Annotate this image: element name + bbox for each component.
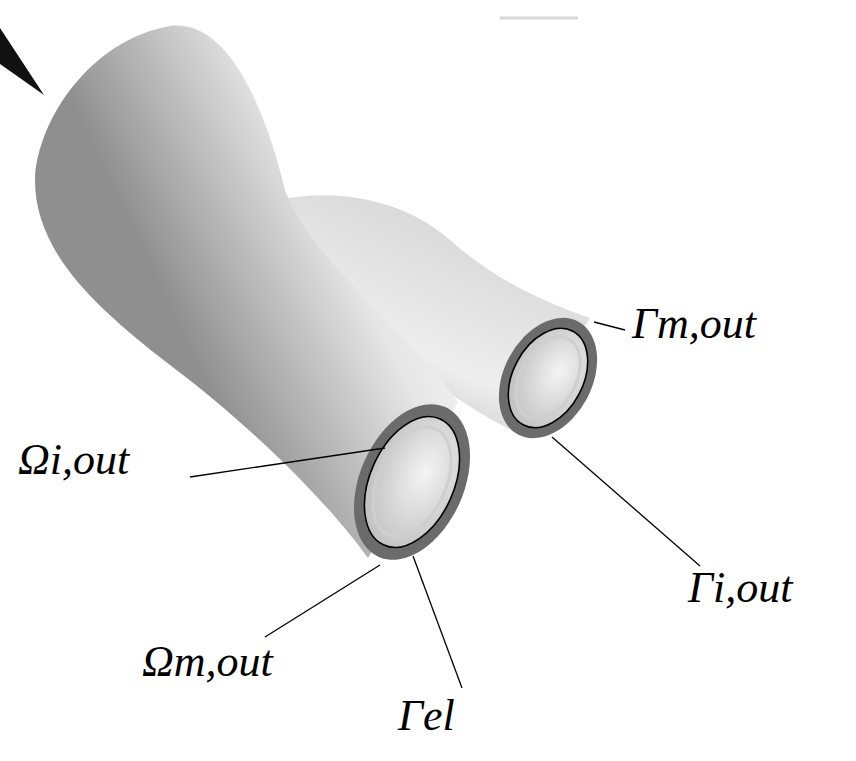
region-label: Γm,out — [632, 302, 756, 346]
leader-line — [265, 565, 380, 637]
top-mark — [500, 17, 578, 20]
leader-line — [594, 322, 625, 330]
region-label: Ωi,out — [18, 438, 129, 482]
left-outlet — [331, 386, 493, 578]
leader-line — [552, 437, 700, 566]
leader-line — [413, 556, 462, 688]
region-label: Ωm,out — [142, 640, 273, 684]
leader-line — [190, 448, 385, 477]
region-label: Γi,out — [688, 566, 792, 610]
arrow-tip — [0, 28, 44, 95]
right-outlet — [479, 301, 617, 455]
region-label: Γel — [398, 694, 455, 738]
leader-lines — [190, 322, 700, 688]
